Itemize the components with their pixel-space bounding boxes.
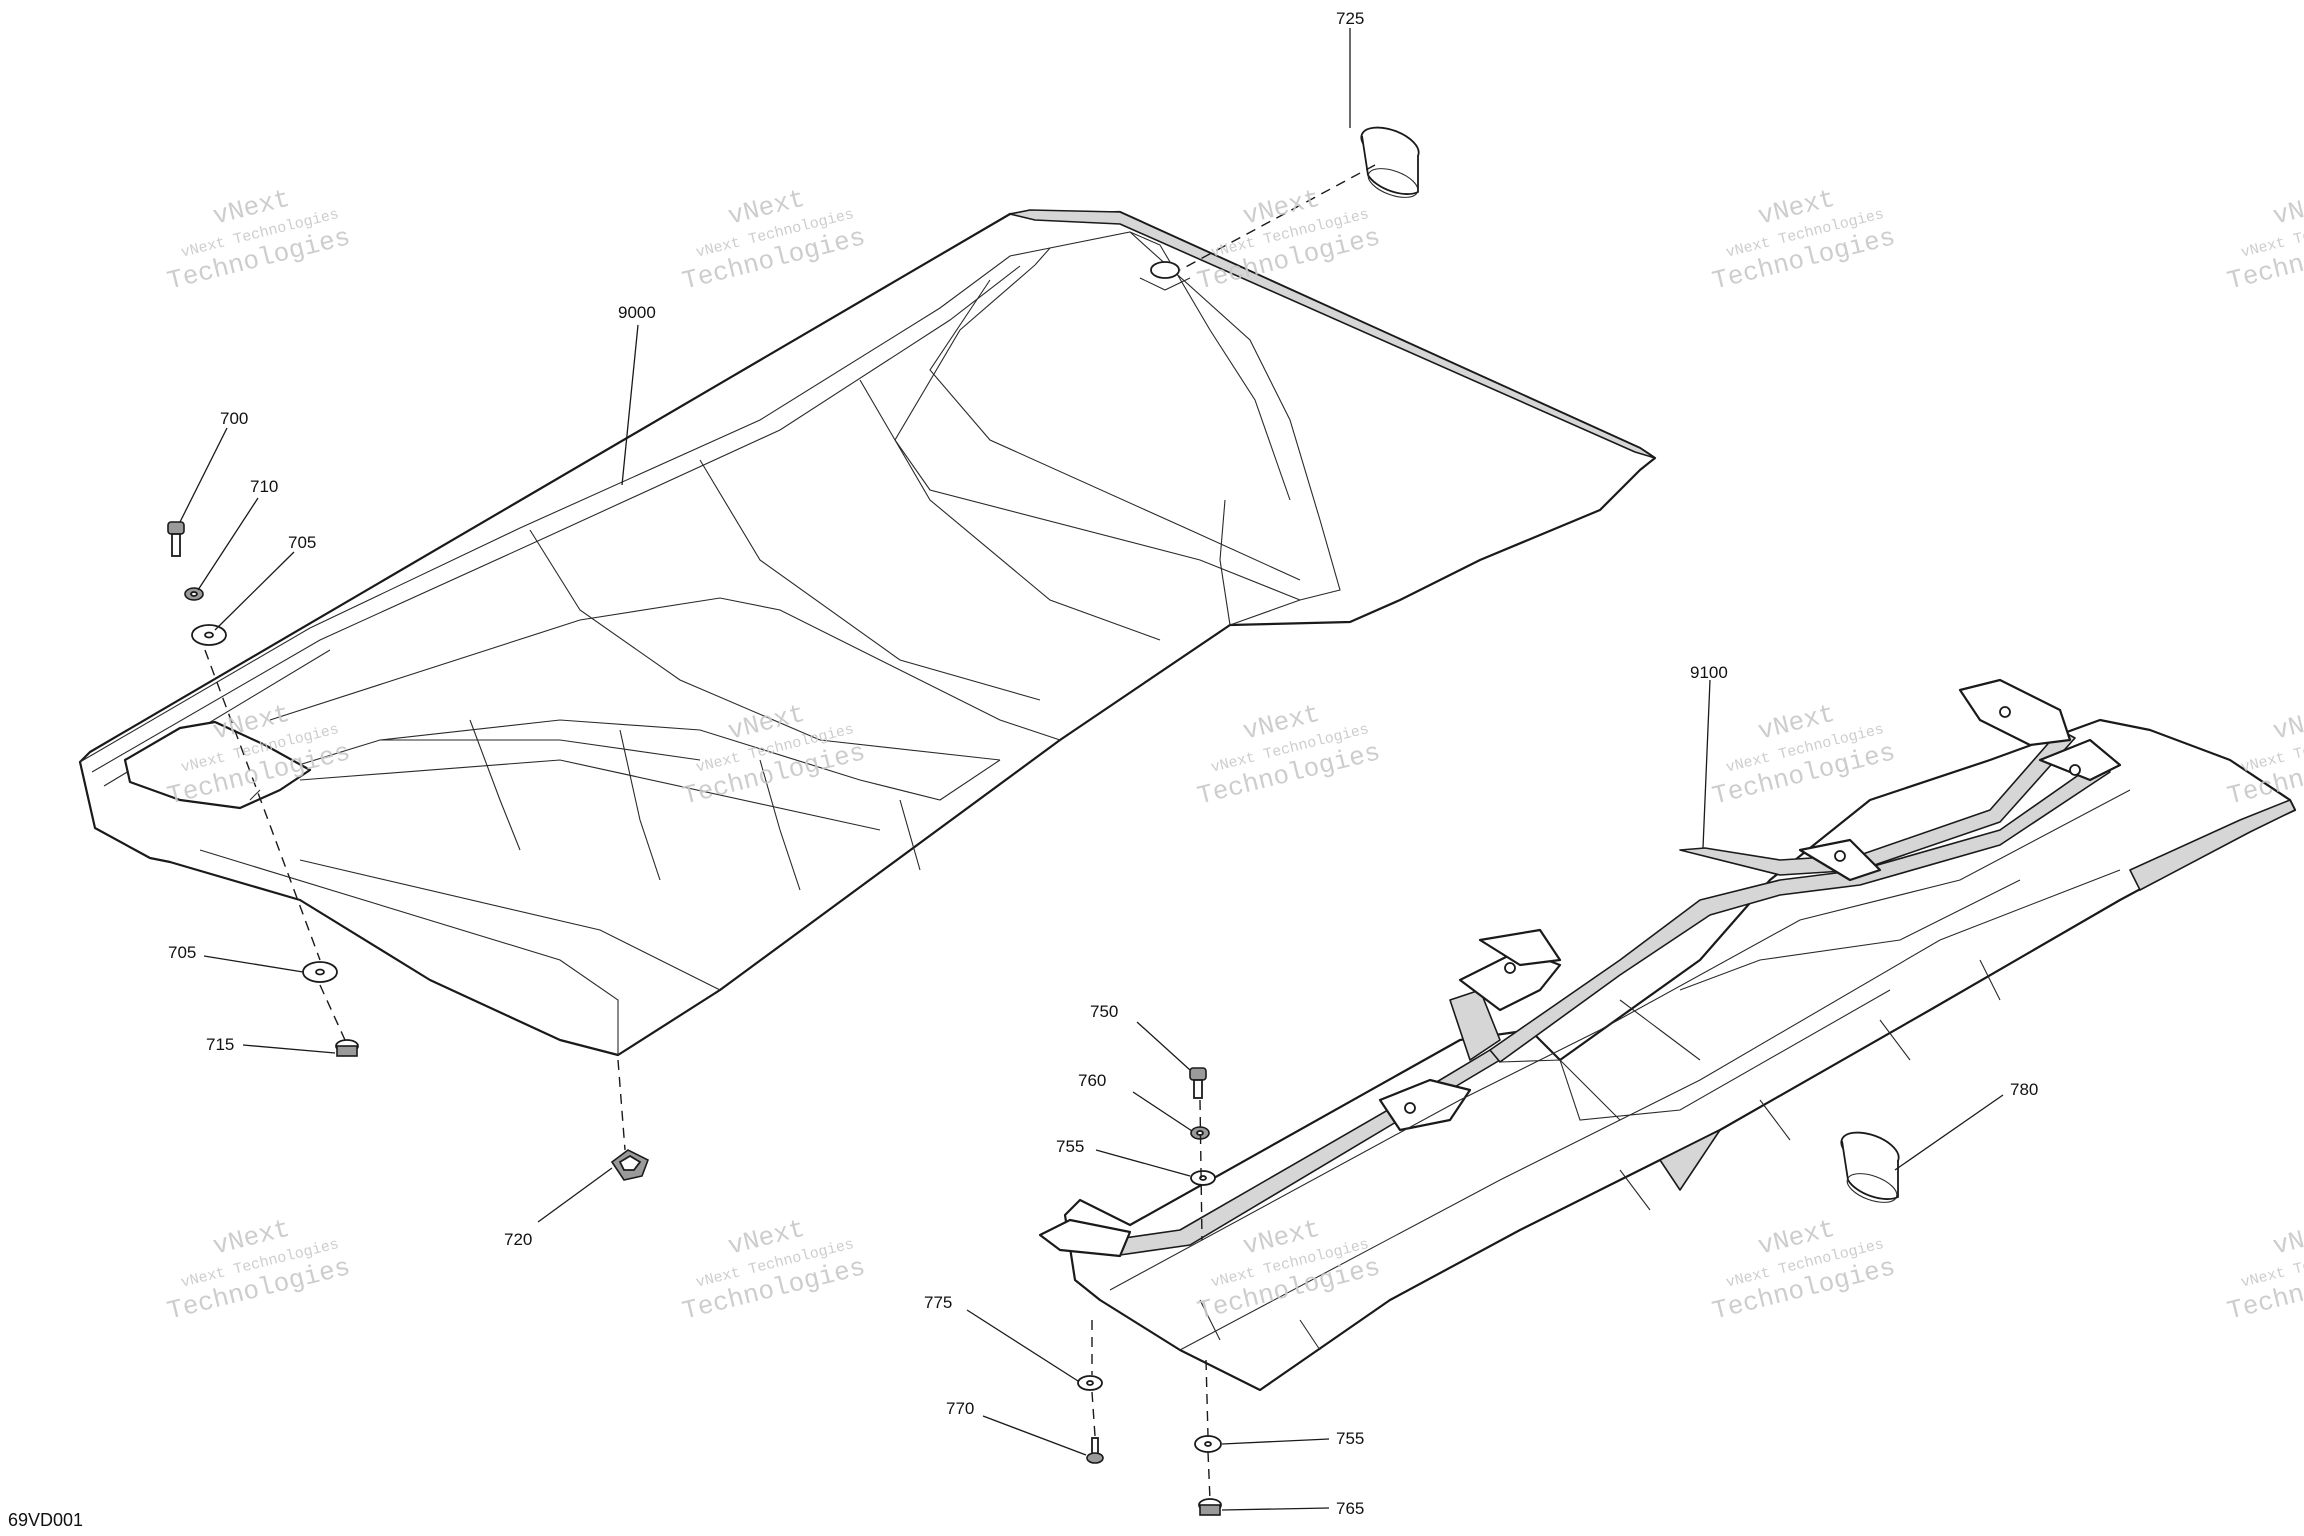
watermark: vNext vNext Technologies Technologies bbox=[1709, 1214, 1898, 1327]
watermark: vNext vNext Technologies Technologies bbox=[164, 1214, 353, 1327]
panel-9000 bbox=[78, 209, 1657, 1057]
nut-765 bbox=[1198, 1498, 1222, 1516]
watermark: vNext vNext Technologies Technologies bbox=[2224, 1214, 2304, 1327]
callout-755-top: 755 bbox=[1056, 1137, 1084, 1156]
washer-705-bottom bbox=[302, 961, 338, 983]
callout-725: 725 bbox=[1336, 9, 1364, 28]
washer-775 bbox=[1077, 1375, 1103, 1391]
callout-700: 700 bbox=[220, 409, 248, 428]
watermark: vNext vNext Technologies Technologies bbox=[1194, 184, 1383, 297]
nut-715 bbox=[335, 1039, 359, 1057]
washer-755-top bbox=[1190, 1170, 1216, 1186]
clamp-725 bbox=[1360, 126, 1420, 198]
washer-755-bottom bbox=[1194, 1435, 1222, 1453]
svg-text:vNext: vNext bbox=[2270, 699, 2304, 747]
callout-755-bottom: 755 bbox=[1336, 1429, 1364, 1448]
callout-705-bottom: 705 bbox=[168, 943, 196, 962]
watermark: vNext vNext Technologies Technologies bbox=[1709, 699, 1898, 812]
callout-780: 780 bbox=[2010, 1080, 2038, 1099]
watermark: vNext vNext Technologies Technologies bbox=[1709, 184, 1898, 297]
bolt-700 bbox=[167, 521, 185, 557]
washer-705-top bbox=[191, 624, 227, 646]
svg-text:vNext: vNext bbox=[2270, 184, 2304, 232]
washer-710 bbox=[184, 587, 204, 601]
svg-text:vNext: vNext bbox=[2270, 1214, 2304, 1262]
diagram-id: 69VD001 bbox=[8, 1510, 83, 1530]
watermark: vNext vNext Technologies Technologies bbox=[679, 184, 868, 297]
watermark: vNext vNext Technologies Technologies bbox=[164, 184, 353, 297]
callout-750: 750 bbox=[1090, 1002, 1118, 1021]
callout-705-top: 705 bbox=[288, 533, 316, 552]
watermark: vNext vNext Technologies Technologies bbox=[1194, 699, 1383, 812]
bolt-750 bbox=[1189, 1067, 1207, 1099]
skid-plate-9100 bbox=[1038, 678, 2297, 1392]
callout-labels: 725 9000 700 710 705 705 715 720 9100 75… bbox=[168, 9, 2038, 1518]
callout-715: 715 bbox=[206, 1035, 234, 1054]
callout-770: 770 bbox=[946, 1399, 974, 1418]
callout-775: 775 bbox=[924, 1293, 952, 1312]
callout-9100: 9100 bbox=[1690, 663, 1728, 682]
clip-720 bbox=[610, 1149, 650, 1181]
callout-710: 710 bbox=[250, 477, 278, 496]
screw-770 bbox=[1086, 1437, 1104, 1464]
callout-765: 765 bbox=[1336, 1499, 1364, 1518]
watermark: vNext vNext Technologies Technologies bbox=[2224, 184, 2304, 297]
watermark: vNext vNext Technologies Technologies bbox=[679, 1214, 868, 1327]
leader-lines bbox=[179, 28, 2004, 1511]
callout-720: 720 bbox=[504, 1230, 532, 1249]
callout-760: 760 bbox=[1078, 1071, 1106, 1090]
clamp-780 bbox=[1840, 1131, 1900, 1203]
assembly-axes bbox=[204, 164, 1376, 1501]
callout-9000: 9000 bbox=[618, 303, 656, 322]
